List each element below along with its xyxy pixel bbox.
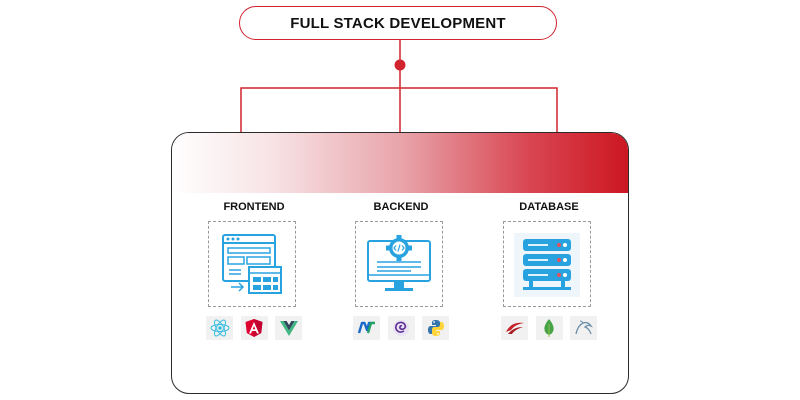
junction-dot [394,59,406,71]
page-title: FULL STACK DEVELOPMENT [239,6,557,40]
database-label: DATABASE [519,201,579,213]
vue-icon [275,316,302,340]
frontend-label: FRONTEND [223,201,285,213]
python-icon [422,316,449,340]
sql-server-icon [501,316,528,340]
web-layout-icon [208,221,296,307]
react-icon [206,316,233,340]
backend-label: BACKEND [373,201,429,213]
monitor-code-gear-icon [355,221,443,307]
backend-tech-row [353,316,449,340]
blazor-icon [387,316,415,340]
server-stack-icon [503,221,591,307]
database-tech-row [501,316,597,340]
mongodb-icon [535,316,563,340]
gradient-banner [172,133,628,193]
dotnet-icon [353,316,380,340]
frontend-tech-row [206,316,302,340]
stack-card: FRONTEND [171,132,629,394]
angular-icon [240,316,268,340]
mysql-icon [570,316,597,340]
